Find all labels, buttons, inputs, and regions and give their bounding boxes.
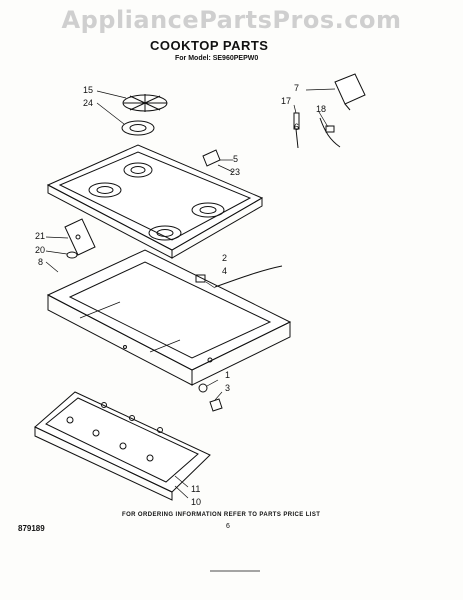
wire-harness: [318, 111, 341, 148]
terminal-lead: [195, 265, 283, 289]
callout-8: 8: [38, 257, 44, 267]
callout-20: 20: [35, 245, 46, 255]
model-line: For Model: SE960PEPW0: [175, 55, 259, 62]
callout-18: 18: [316, 104, 327, 114]
callout-3: 3: [225, 383, 231, 393]
spark-module: [305, 73, 366, 111]
callout-17: 17: [281, 96, 292, 106]
callout-21: 21: [35, 231, 46, 241]
callout-5: 5: [233, 154, 239, 164]
doc-number: 879189: [18, 524, 45, 533]
ordering-note: FOR ORDERING INFORMATION REFER TO PARTS …: [122, 512, 321, 518]
burner-bowl: [96, 102, 155, 136]
page-number: 6: [226, 523, 230, 530]
control-panel: [34, 391, 211, 501]
callout-24: 24: [83, 98, 94, 108]
bracket: [202, 149, 234, 173]
callout-6: 6: [294, 122, 300, 132]
callout-11: 11: [191, 484, 201, 494]
callout-2: 2: [222, 253, 228, 263]
burner-grate: [96, 90, 168, 112]
cooktop: [46, 144, 264, 259]
mounting-plate: [45, 218, 96, 259]
igniter: [293, 104, 300, 149]
callout-4: 4: [222, 266, 228, 276]
callout-23: 23: [230, 167, 241, 177]
callout-10: 10: [191, 497, 202, 507]
diagram-title: COOKTOP PARTS: [150, 38, 269, 53]
callout-15: 15: [83, 85, 94, 95]
watermark: AppliancePartsPros.com: [61, 6, 402, 34]
callout-7: 7: [294, 83, 300, 93]
burner-box: [45, 249, 292, 386]
fastener: [198, 379, 223, 412]
callout-1: 1: [225, 370, 231, 380]
